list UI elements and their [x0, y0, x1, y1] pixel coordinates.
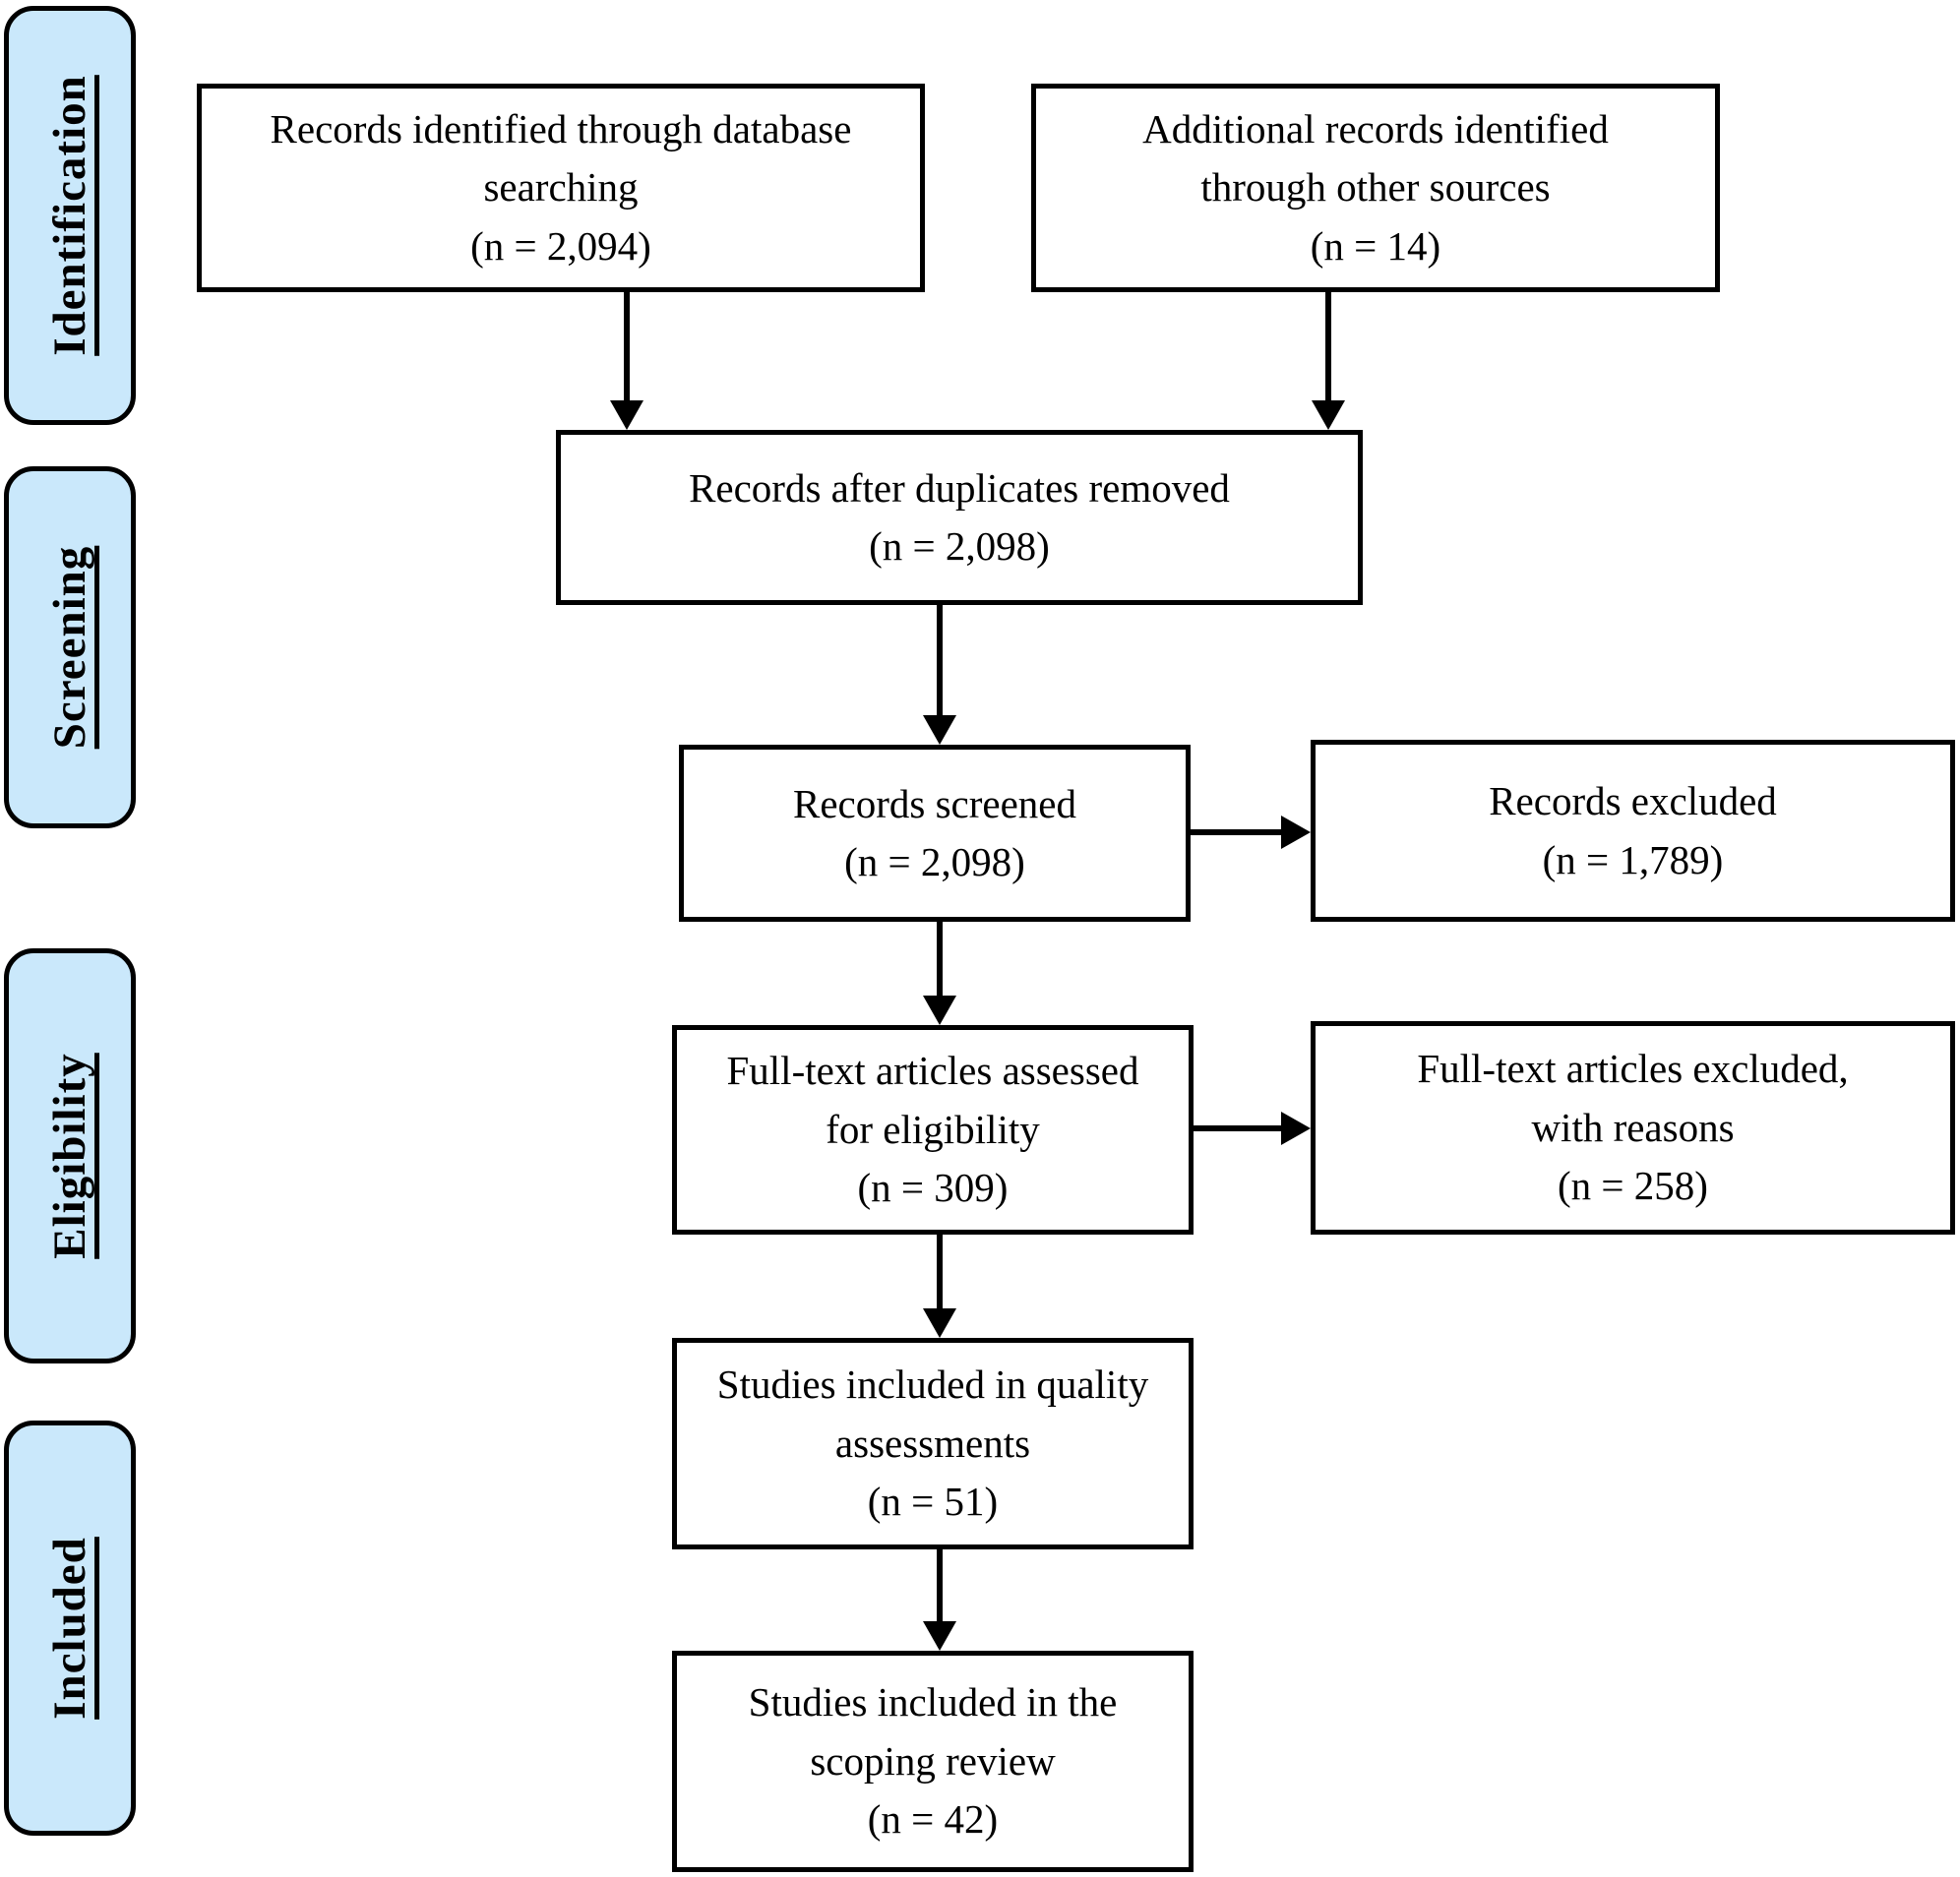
arrow-shaft — [937, 605, 943, 719]
box-records-screened: Records screened (n = 2,098) — [679, 745, 1191, 922]
box-records-after-duplicates: Records after duplicates removed (n = 2,… — [556, 430, 1363, 605]
box-scoping-review: Studies included in the scoping review (… — [672, 1651, 1194, 1872]
arrow-fulltext-to-fulltext-excluded — [1194, 1111, 1311, 1146]
stage-eligibility-label: Eligibility — [44, 1053, 95, 1259]
arrow-quality-to-scoping — [922, 1549, 957, 1651]
arrow-duplicates-to-screened — [922, 605, 957, 745]
stage-eligibility: Eligibility — [4, 948, 136, 1363]
box-records-excluded-text: Records excluded (n = 1,789) — [1489, 778, 1777, 882]
arrow-down-head — [610, 400, 643, 430]
stage-screening: Screening — [4, 466, 136, 828]
box-records-after-duplicates-text: Records after duplicates removed (n = 2,… — [689, 464, 1230, 569]
stage-identification-label: Identification — [44, 75, 95, 356]
arrow-shaft — [1191, 829, 1285, 835]
arrow-fulltext-to-quality — [922, 1235, 957, 1338]
arrow-othersources-to-duplicates — [1311, 292, 1346, 430]
arrow-right-head — [1281, 816, 1311, 849]
box-quality-assessments: Studies included in quality assessments … — [672, 1338, 1194, 1549]
arrow-down-head — [923, 1308, 956, 1338]
arrow-shaft — [937, 1235, 943, 1312]
arrow-down-head — [923, 1621, 956, 1651]
stage-identification: Identification — [4, 6, 136, 425]
arrow-shaft — [1325, 292, 1331, 404]
arrow-screened-to-fulltext — [922, 922, 957, 1025]
box-quality-assessments-text: Studies included in quality assessments … — [716, 1362, 1149, 1525]
arrow-shaft — [937, 922, 943, 999]
arrow-database-to-duplicates — [609, 292, 644, 430]
box-fulltext-assessed: Full-text articles assessed for eligibil… — [672, 1025, 1194, 1235]
arrow-right-head — [1281, 1112, 1311, 1145]
arrow-shaft — [937, 1549, 943, 1625]
box-scoping-review-text: Studies included in the scoping review (… — [748, 1679, 1118, 1843]
stage-included: Included — [4, 1421, 136, 1836]
arrow-down-head — [923, 996, 956, 1025]
arrow-shaft — [624, 292, 630, 404]
box-records-excluded: Records excluded (n = 1,789) — [1311, 740, 1955, 922]
box-additional-records-other-sources: Additional records identified through ot… — [1031, 84, 1720, 292]
arrow-shaft — [1194, 1125, 1285, 1131]
arrow-down-head — [923, 715, 956, 745]
arrow-screened-to-excluded — [1191, 815, 1311, 850]
box-records-screened-text: Records screened (n = 2,098) — [792, 780, 1076, 884]
stage-included-label: Included — [44, 1537, 95, 1720]
box-records-identified-database: Records identified through database sear… — [197, 84, 925, 292]
box-additional-records-other-sources-text: Additional records identified through ot… — [1142, 105, 1609, 269]
box-records-identified-database-text: Records identified through database sear… — [270, 105, 852, 269]
box-fulltext-excluded-text: Full-text articles excluded, with reason… — [1417, 1046, 1849, 1209]
box-fulltext-excluded: Full-text articles excluded, with reason… — [1311, 1021, 1955, 1235]
arrow-down-head — [1312, 400, 1345, 430]
stage-screening-label: Screening — [44, 545, 95, 750]
box-fulltext-assessed-text: Full-text articles assessed for eligibil… — [726, 1048, 1139, 1211]
